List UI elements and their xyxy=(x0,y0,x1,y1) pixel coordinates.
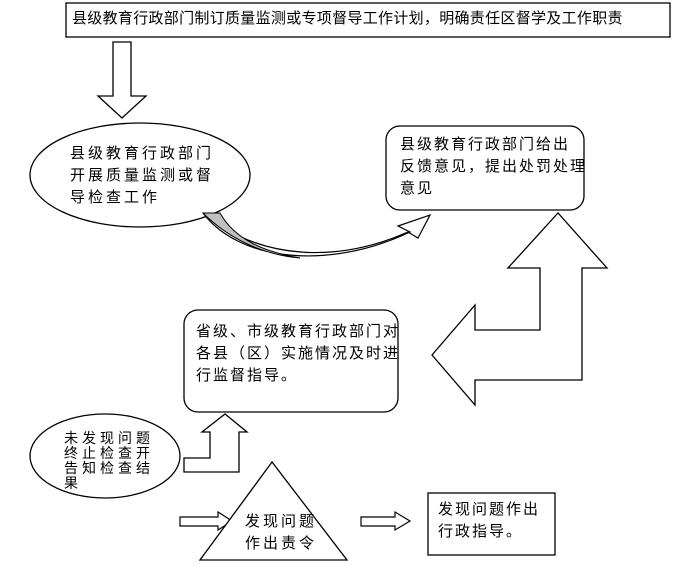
text-line: 县级教育行政部门 xyxy=(70,144,215,162)
no-problem-ellipse xyxy=(29,413,181,499)
guidance-box xyxy=(427,492,556,556)
text-line: 行政指导。 xyxy=(438,522,524,540)
triangle-text: 发现问题 作出责令 xyxy=(245,510,317,554)
text-line: 果 xyxy=(64,476,82,492)
text-line: 县级教育行政部门给出 xyxy=(400,135,571,153)
top-plan-text: 县级教育行政部门制订质量监测或专项督导工作计划，明确责任区督学及工作职责 xyxy=(72,9,623,27)
monitoring-ellipse xyxy=(29,122,251,228)
text-line: 意见 xyxy=(400,179,435,197)
text-line: 发现问题作出 xyxy=(438,500,541,518)
feedback-text: 县级教育行政部门给出 反馈意见，提出处罚处理 意见 xyxy=(400,133,587,199)
curved-arrow-shade xyxy=(201,212,301,259)
province-box xyxy=(183,309,399,413)
text-line: 各县（区）实施情况及时进 xyxy=(196,344,401,362)
text-line: 发现问题 xyxy=(245,512,318,530)
text-line: 行监督指导。 xyxy=(196,366,299,384)
top-plan-box xyxy=(65,2,671,38)
right-arrow-right xyxy=(360,510,412,532)
province-text: 省级、市级教育行政部门对 各县（区）实施情况及时进 行监督指导。 xyxy=(196,320,400,386)
down-arrow xyxy=(96,41,148,119)
feedback-box xyxy=(385,125,585,211)
text-line: 反馈意见，提出处罚处理 xyxy=(400,157,588,175)
order-triangle xyxy=(198,460,349,561)
text-line: 终止检查开 xyxy=(64,446,154,462)
text-line: 未发现问题 xyxy=(64,431,154,447)
bent-up-arrow xyxy=(431,212,609,407)
text-line: 开展质量监测或督 xyxy=(70,166,215,184)
text-line: 导检查工作 xyxy=(70,188,161,206)
text-line: 告知检查结 xyxy=(64,461,154,477)
text-line: 省级、市级教育行政部门对 xyxy=(196,322,401,340)
no-problem-text: 未发现问题 终止检查开 告知检查结 果 xyxy=(64,432,154,492)
monitoring-text: 县级教育行政部门 开展质量监测或督 导检查工作 xyxy=(70,142,214,208)
small-bent-arrow xyxy=(183,413,249,473)
guidance-text: 发现问题作出 行政指导。 xyxy=(438,498,540,542)
text-line: 作出责令 xyxy=(245,534,318,552)
